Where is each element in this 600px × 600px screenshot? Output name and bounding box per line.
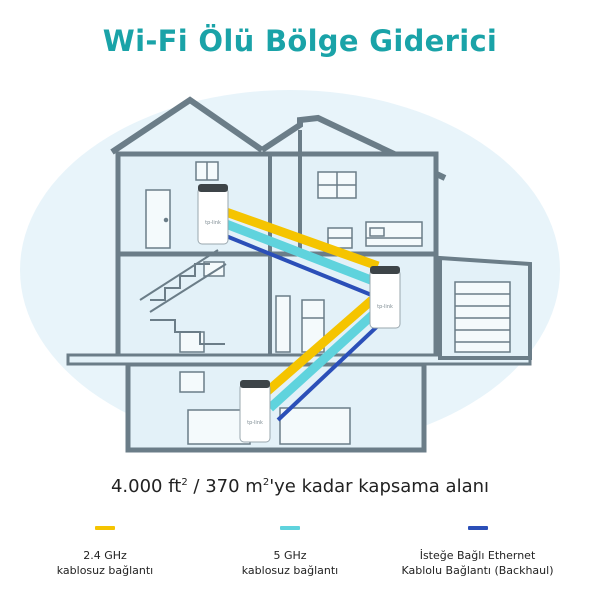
bed-icon	[365, 221, 423, 247]
band-ethernet	[276, 318, 386, 422]
window-icon	[195, 161, 219, 181]
band-2-4ghz	[259, 296, 375, 400]
band-ethernet	[225, 234, 375, 298]
mesh-router-icon: tp-link	[197, 184, 229, 245]
garage	[438, 255, 532, 360]
band-5ghz	[224, 219, 378, 287]
window-icon	[179, 371, 205, 393]
coverage-m-value: / 370 m	[187, 476, 263, 497]
stairs-icon	[139, 249, 227, 345]
coverage-m-exponent: 2	[262, 477, 270, 488]
roof	[110, 96, 447, 181]
legend-swatch-5ghz	[280, 526, 300, 530]
mesh-router-icon: tp-link	[369, 266, 401, 329]
band-5ghz	[266, 306, 382, 412]
svg-text:tp-link: tp-link	[247, 420, 263, 426]
coverage-statement: 4.000 ft2 / 370 m2'ye kadar kapsama alan…	[0, 476, 600, 497]
coverage-ft-value: 4.000 ft	[110, 476, 182, 497]
band-2-4ghz	[224, 207, 380, 271]
legend-swatch-2-4ghz	[95, 526, 115, 530]
window-icon	[203, 261, 225, 277]
svg-text:tp-link: tp-link	[377, 304, 393, 310]
dresser-icon	[327, 227, 353, 249]
connection-bands	[224, 207, 386, 422]
door-icon	[275, 295, 291, 353]
coverage-suffix: 'ye kadar kapsama alanı	[269, 476, 490, 497]
door-icon	[145, 189, 171, 249]
garage-door-icon	[454, 281, 511, 353]
page-title: Wi-Fi Ölü Bölge Giderici	[102, 24, 498, 58]
svg-text:tp-link: tp-link	[205, 220, 221, 226]
mesh-router-icon: tp-link	[239, 380, 271, 443]
legend-swatch-ethernet	[467, 526, 488, 530]
window-icon	[317, 171, 357, 199]
coverage-ft-exponent: 2	[181, 477, 188, 488]
